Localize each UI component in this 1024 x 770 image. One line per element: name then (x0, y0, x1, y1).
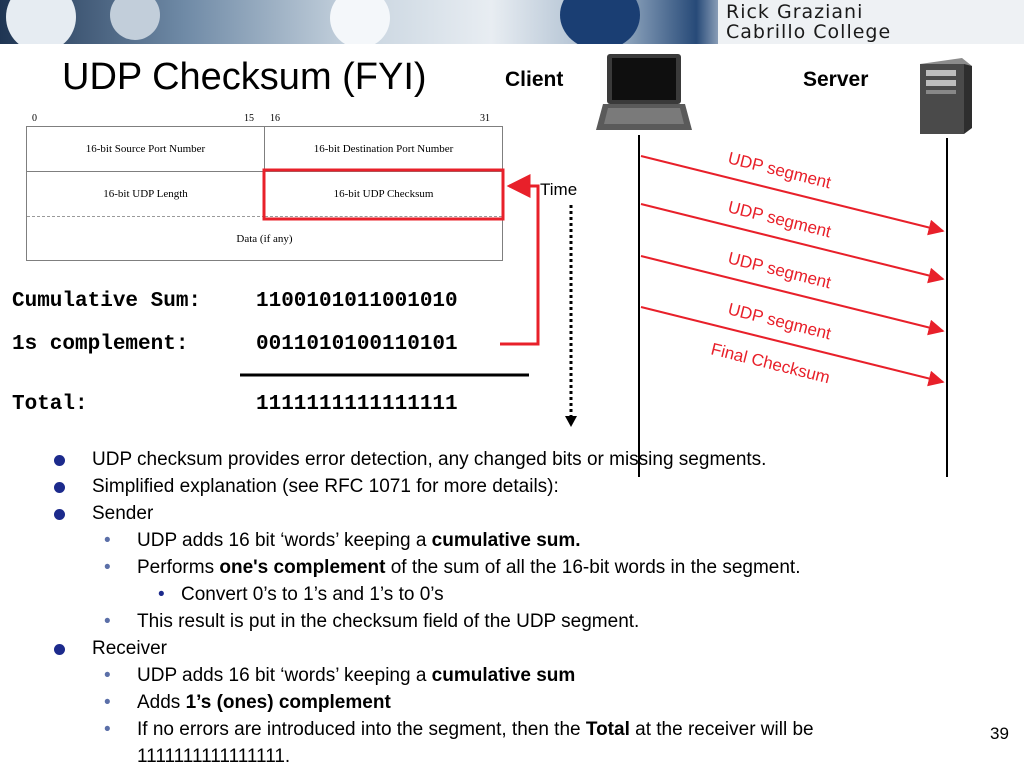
slide-title: UDP Checksum (FYI) (62, 56, 427, 98)
source-port-cell: 16-bit Source Port Number (27, 127, 265, 172)
header-banner: Rick Graziani Cabrillo College (0, 0, 1024, 44)
laptop-icon (596, 54, 692, 130)
list-item: UDP checksum provides error detection, a… (54, 446, 1014, 473)
sub-bullet-icon: • (104, 692, 111, 713)
list-item: •UDP adds 16 bit ‘words’ keeping a cumul… (54, 662, 1014, 689)
sub-bullet-icon: • (104, 557, 111, 578)
sub-sub-bullet-icon: • (158, 584, 165, 605)
bit-number-16: 16 (270, 113, 280, 124)
bullet-icon (54, 455, 65, 466)
segment-label-2: UDP segment (726, 197, 833, 241)
author-name: Rick Graziani (726, 1, 864, 23)
segment-arrow-1 (640, 155, 945, 236)
list-item: 1111111111111111. (137, 746, 291, 767)
bit-number-31: 31 (480, 113, 490, 124)
segment-arrow-2 (640, 203, 945, 284)
list-item: •This result is put in the checksum fiel… (54, 608, 1014, 635)
server-label: Server (803, 68, 869, 91)
banner-text-block: Rick Graziani Cabrillo College (718, 0, 1024, 44)
bullet-list: UDP checksum provides error detection, a… (54, 446, 1014, 770)
list-item: Receiver (54, 635, 1014, 662)
checksum-highlight-box (262, 168, 505, 221)
complement-value: 0011010100110101 (256, 333, 458, 356)
segment-label-1: UDP segment (726, 148, 833, 192)
list-item: •UDP adds 16 bit ‘words’ keeping a cumul… (54, 527, 1014, 554)
list-item: •If no errors are introduced into the se… (54, 716, 1014, 743)
banner-decoration (6, 0, 76, 44)
slide-number: 39 (990, 724, 1009, 743)
segment-label-4: UDP segment (726, 299, 833, 343)
server-icon (920, 58, 972, 134)
complement-to-checksum-arrow (500, 174, 540, 346)
list-item: •Convert 0’s to 1’s and 1’s to 0’s (54, 581, 1014, 608)
checksum-cell: 16-bit UDP Checksum (265, 172, 502, 217)
bullet-icon (54, 644, 65, 655)
banner-decoration (110, 0, 160, 40)
list-item: •Adds 1’s (ones) complement (54, 689, 1014, 716)
total-label: Total: (12, 393, 88, 416)
client-label: Client (505, 68, 564, 91)
bullet-icon (54, 509, 65, 520)
bit-number-15: 15 (244, 113, 254, 124)
list-item: Sender (54, 500, 1014, 527)
sub-bullet-icon: • (104, 530, 111, 551)
banner-decoration (560, 0, 640, 44)
sub-bullet-icon: • (104, 665, 111, 686)
bit-number-0: 0 (32, 113, 37, 124)
sub-bullet-icon: • (104, 719, 111, 740)
total-value: 1111111111111111 (256, 393, 458, 416)
college-name: Cabrillo College (726, 21, 892, 43)
time-label: Time (540, 180, 577, 199)
time-arrowhead (565, 416, 577, 427)
list-item: •Performs one's complement of the sum of… (54, 554, 1014, 581)
segment-arrow-3 (640, 255, 945, 336)
segment-label-3: UDP segment (726, 248, 833, 292)
complement-label: 1s complement: (12, 333, 189, 356)
banner-decoration (330, 0, 390, 44)
sub-bullet-icon: • (104, 611, 111, 632)
bullet-icon (54, 482, 65, 493)
cumulative-sum-label: Cumulative Sum: (12, 290, 202, 313)
data-cell: Data (if any) (236, 232, 293, 245)
cumulative-sum-value: 1100101011001010 (256, 290, 458, 313)
list-item: Simplified explanation (see RFC 1071 for… (54, 473, 1014, 500)
segment-arrow-4 (640, 306, 945, 387)
final-checksum-label: Final Checksum (709, 339, 832, 387)
